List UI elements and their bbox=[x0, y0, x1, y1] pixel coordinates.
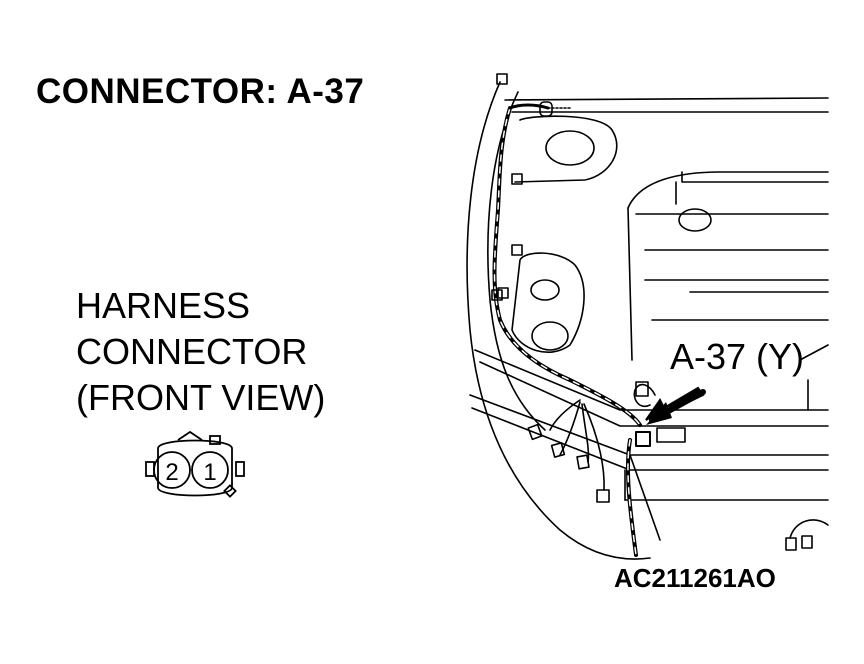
a37-callout-label: A-37 (Y) bbox=[670, 336, 805, 377]
harness-connector-label: HARNESS CONNECTOR (FRONT VIEW) bbox=[76, 283, 325, 421]
harness-label-line-1: HARNESS bbox=[76, 285, 251, 326]
pin-2-label: 2 bbox=[165, 459, 178, 486]
connector-latch bbox=[177, 430, 203, 441]
pin-1-circle bbox=[191, 451, 229, 489]
figure-id: AC211261AO bbox=[614, 563, 776, 593]
reservoir bbox=[511, 252, 585, 354]
harness-label-line-2: CONNECTOR bbox=[76, 331, 308, 372]
strut-cap bbox=[545, 130, 595, 166]
connector-title: CONNECTOR: A-37 bbox=[36, 72, 365, 111]
oil-cap bbox=[678, 208, 712, 232]
wire-harness-main bbox=[492, 106, 642, 427]
pin-2-circle bbox=[153, 451, 191, 489]
inner-fender bbox=[487, 91, 546, 431]
harness-connector-front-view bbox=[145, 430, 245, 498]
wire-harness-branch bbox=[625, 438, 638, 557]
engine-cover bbox=[627, 171, 829, 209]
a37-connector bbox=[635, 431, 651, 447]
pin-1-label: 1 bbox=[203, 459, 216, 486]
strut-tower bbox=[514, 115, 618, 183]
front-panel-1 bbox=[474, 349, 829, 411]
fender-outline bbox=[466, 81, 651, 560]
harness-label-line-3: (FRONT VIEW) bbox=[76, 377, 326, 418]
small-connector bbox=[496, 73, 508, 85]
